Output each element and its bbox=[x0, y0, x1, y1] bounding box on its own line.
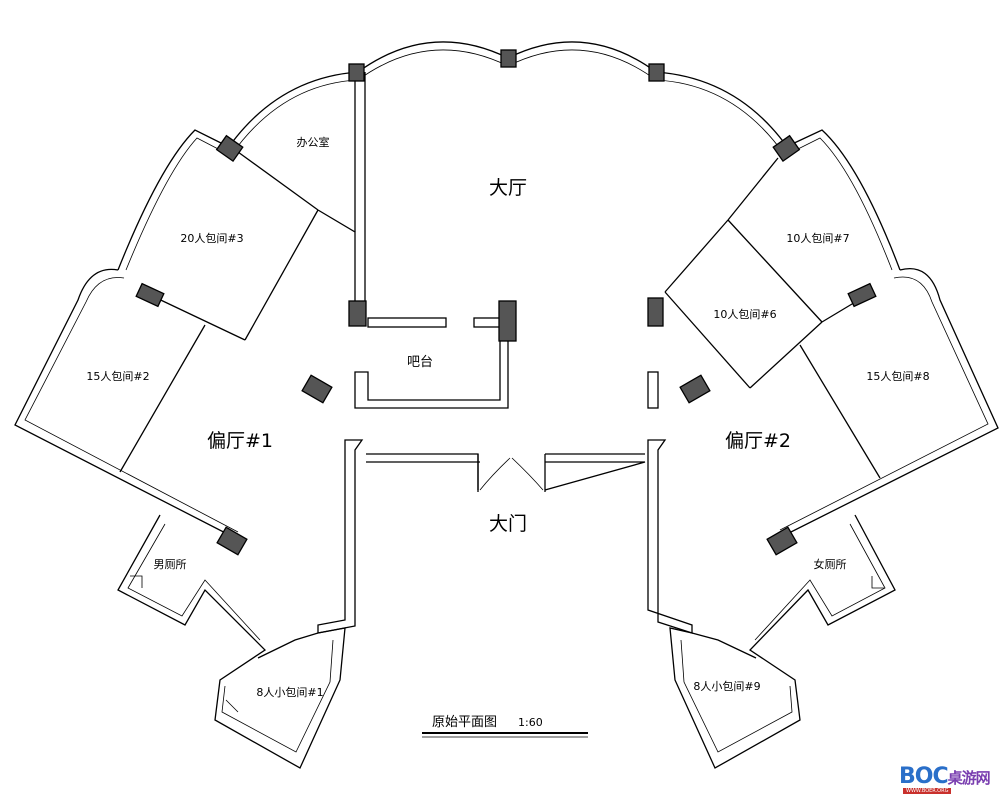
label-womens-toilet: 女厕所 bbox=[814, 557, 847, 571]
label-room-7: 10人包间#7 bbox=[786, 232, 849, 245]
label-room-9: 8人小包间#9 bbox=[693, 680, 760, 693]
structural-columns bbox=[135, 49, 877, 556]
logo-brand-cn: 桌游网 bbox=[947, 769, 991, 787]
label-mens-toilet: 男厕所 bbox=[154, 558, 187, 571]
right-wing-walls bbox=[664, 129, 999, 541]
label-main-door: 大门 bbox=[489, 513, 527, 535]
right-lower-rooms bbox=[669, 514, 896, 769]
label-room-3: 20人包间#3 bbox=[180, 232, 243, 245]
label-room-2: 15人包间#2 bbox=[86, 370, 149, 383]
label-office: 办公室 bbox=[297, 135, 330, 149]
logo-url: WWW.BOER.ORG bbox=[903, 788, 952, 794]
bar-counter bbox=[354, 317, 509, 409]
left-wing-walls bbox=[14, 129, 319, 543]
left-lower-rooms bbox=[117, 514, 346, 769]
title-scale: 1:60 bbox=[518, 716, 543, 729]
logo-brand-latin: BOC bbox=[899, 764, 949, 789]
label-room-6: 10人包间#6 bbox=[713, 308, 776, 321]
watermark-logo: BOC桌游网 WWW.BOER.ORG bbox=[899, 764, 994, 796]
label-side-hall-2: 偏厅#2 bbox=[725, 430, 791, 452]
right-wall-stub bbox=[647, 371, 659, 409]
title-name: 原始平面图 bbox=[432, 715, 497, 730]
label-bar: 吧台 bbox=[407, 355, 433, 370]
office-wall bbox=[317, 72, 366, 302]
entrance-corridor bbox=[317, 439, 693, 634]
label-main-hall: 大厅 bbox=[489, 177, 527, 199]
label-side-hall-1: 偏厅#1 bbox=[207, 430, 273, 452]
drawing-title: 原始平面图 1:60 bbox=[422, 715, 588, 738]
label-room-1: 8人小包间#1 bbox=[256, 686, 323, 699]
label-room-8: 15人包间#8 bbox=[866, 370, 929, 383]
